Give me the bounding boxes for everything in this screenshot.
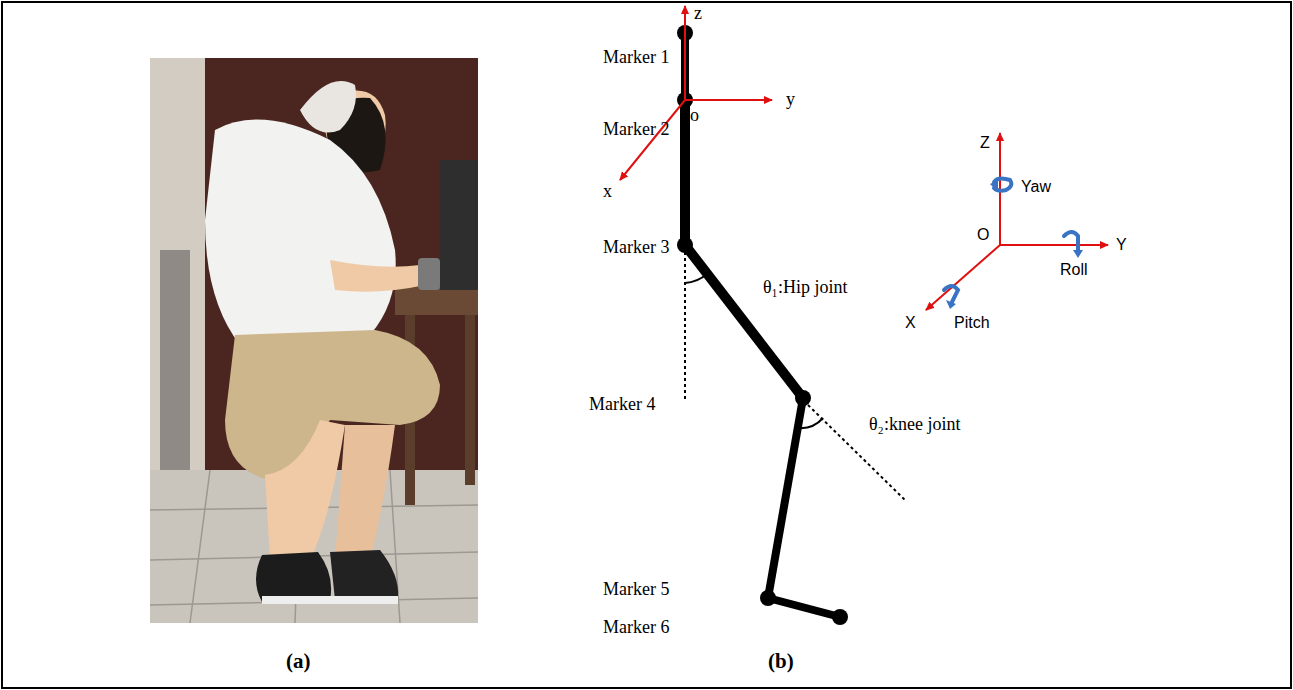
marker-label: Marker 5 [603,580,669,600]
marker-label: Marker 6 [603,618,669,638]
leg-link-model [620,6,905,625]
rotation-label: Yaw [1021,178,1051,196]
marker-label: Marker 3 [603,238,669,258]
origin-label: o [690,106,699,126]
axis-label: X [905,314,916,332]
marker-label: Marker 2 [603,120,669,140]
squat-photo [150,58,478,623]
axis-label: Y [1116,236,1127,254]
joint-angle-label: θ₁:Hip joint [763,278,847,298]
joint-angle-label: θ₂:knee joint [869,415,960,435]
marker-label: Marker 1 [603,48,669,68]
axis-label: x [603,182,612,202]
origin-label: O [977,226,989,244]
rotation-axes [926,133,1108,310]
marker-label: Marker 4 [589,395,655,415]
rotation-label: Roll [1060,261,1088,279]
panel-label: (a) [286,650,311,673]
rotation-label: Pitch [954,314,990,332]
axis-label: y [786,90,795,110]
panel-label: (b) [768,650,794,673]
axis-label: Z [980,134,990,152]
axis-label: z [694,4,702,24]
